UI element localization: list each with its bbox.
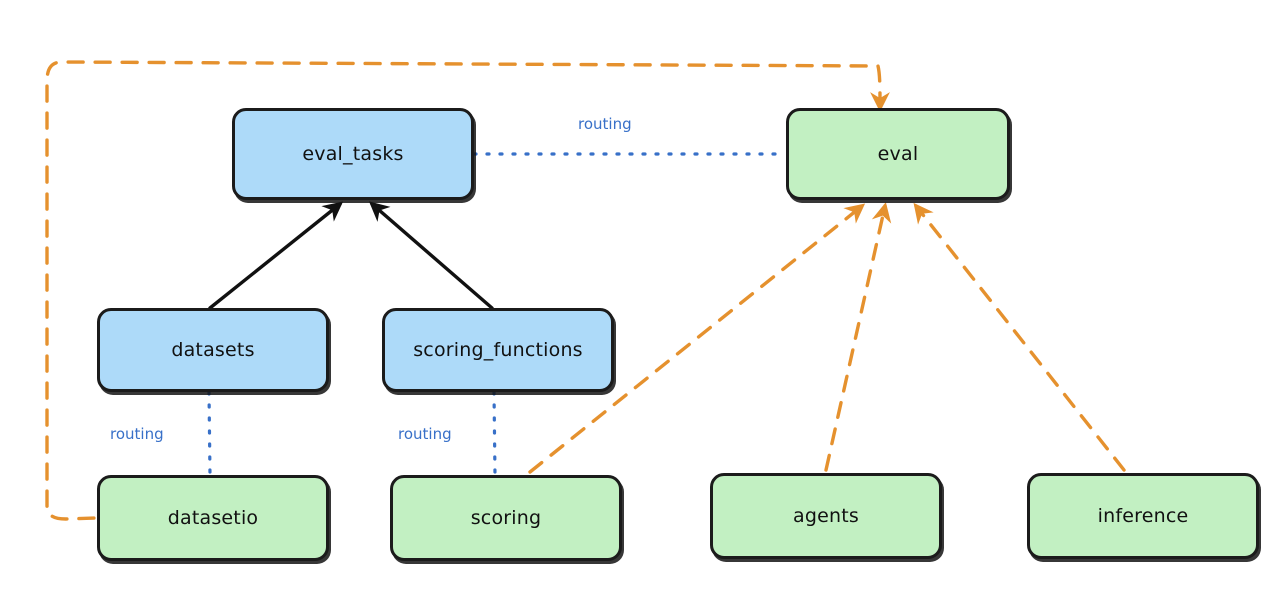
node-agents-label: agents: [793, 505, 859, 527]
node-inference[interactable]: inference: [1027, 473, 1259, 559]
node-datasets[interactable]: datasets: [97, 308, 329, 392]
edge-inference-to-eval: [913, 202, 1126, 472]
node-eval-label: eval: [877, 143, 919, 165]
node-scoring[interactable]: scoring: [390, 475, 622, 561]
node-datasets-label: datasets: [171, 339, 255, 361]
node-scoring-label: scoring: [470, 507, 542, 529]
node-scoring-functions-label: scoring_functions: [413, 339, 583, 361]
node-datasetio[interactable]: datasetio: [97, 475, 329, 561]
edge-datasets-to-datasetio: [207, 390, 212, 477]
node-eval[interactable]: eval: [786, 108, 1010, 200]
node-agents[interactable]: agents: [710, 473, 942, 559]
edge-scoring-functions-to-eval-tasks: [369, 201, 494, 310]
edge-label-routing-eval-tasks-eval: routing: [578, 115, 632, 133]
node-eval-tasks-label: eval_tasks: [302, 143, 404, 165]
edge-agents-to-eval: [824, 202, 892, 472]
edge-datasets-to-eval-tasks: [208, 201, 344, 310]
edge-label-routing-datasets-datasetio: routing: [110, 425, 164, 443]
edge-scoring-functions-to-scoring: [492, 390, 497, 477]
node-scoring-functions[interactable]: scoring_functions: [382, 308, 614, 392]
node-datasetio-label: datasetio: [167, 507, 259, 529]
node-eval-tasks[interactable]: eval_tasks: [232, 108, 474, 200]
edge-eval-to-datasetio: [45, 60, 890, 521]
edge-scoring-to-eval: [528, 203, 866, 474]
edge-label-routing-scoring-functions-scoring: routing: [398, 425, 452, 443]
node-inference-label: inference: [1097, 505, 1189, 527]
